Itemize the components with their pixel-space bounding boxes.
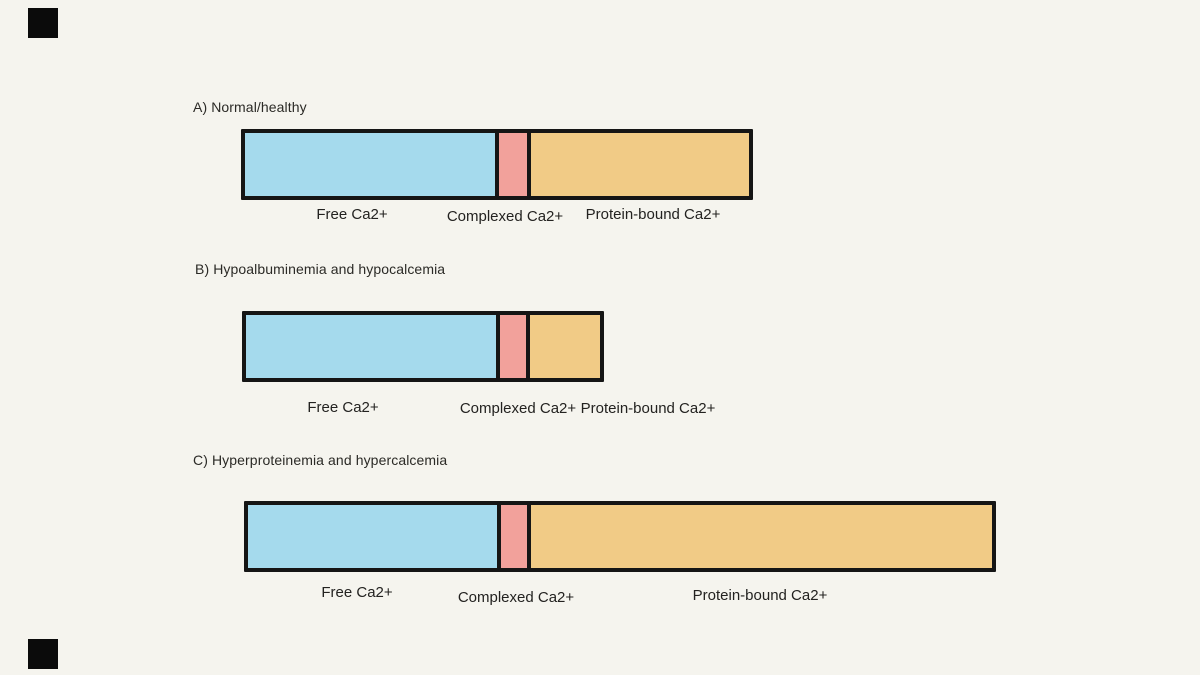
protein-bound-ca-label: Protein-bound Ca2+ xyxy=(585,206,721,223)
bar-normal-healthy xyxy=(241,129,753,200)
free-ca-segment xyxy=(246,315,496,378)
protein-bound-ca-label: Protein-bound Ca2+ xyxy=(692,587,828,604)
bar-hyperproteinemia xyxy=(244,501,996,572)
protein-bound-ca-segment xyxy=(531,133,749,196)
complexed-ca-segment xyxy=(499,133,527,196)
protein-bound-ca-segment xyxy=(530,315,600,378)
protein-bound-ca-label: Protein-bound Ca2+ xyxy=(580,400,716,417)
complexed-ca-label: Complexed Ca2+ xyxy=(459,400,577,417)
free-ca-label: Free Ca2+ xyxy=(316,206,388,223)
complexed-ca-segment xyxy=(500,315,526,378)
free-ca-label: Free Ca2+ xyxy=(321,584,393,601)
corner-marker-top-left xyxy=(28,8,58,38)
complexed-ca-label: Complexed Ca2+ xyxy=(457,589,575,606)
protein-bound-ca-segment xyxy=(531,505,992,568)
section-b-title: B) Hypoalbuminemia and hypocalcemia xyxy=(195,261,446,277)
complexed-ca-segment xyxy=(501,505,527,568)
corner-marker-bottom-left xyxy=(28,639,58,669)
free-ca-segment xyxy=(248,505,497,568)
section-a-title: A) Normal/healthy xyxy=(193,99,307,115)
free-ca-label: Free Ca2+ xyxy=(307,399,379,416)
complexed-ca-label: Complexed Ca2+ xyxy=(446,208,564,225)
section-c-title: C) Hyperproteinemia and hypercalcemia xyxy=(193,452,448,468)
bar-hypoalbuminemia xyxy=(242,311,604,382)
free-ca-segment xyxy=(245,133,495,196)
